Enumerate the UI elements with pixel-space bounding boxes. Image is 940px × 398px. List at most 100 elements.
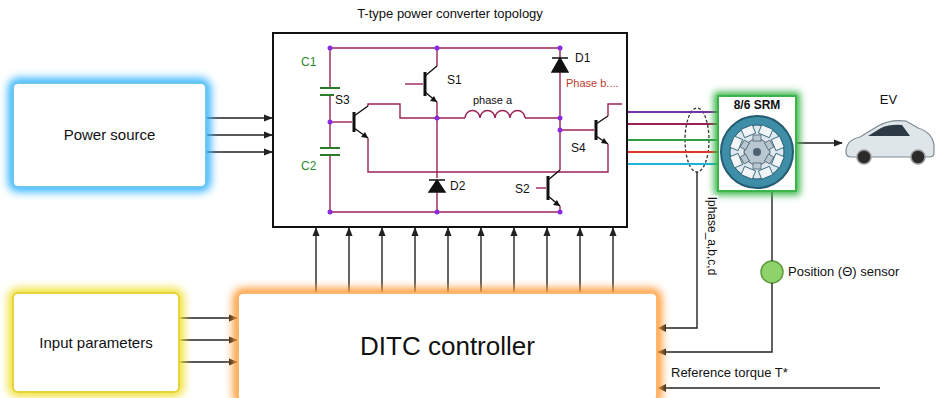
- s2-leads: [548, 170, 560, 206]
- junction-dot: [558, 128, 563, 133]
- part-name: S4: [570, 142, 587, 156]
- connector: [207, 134, 272, 135]
- top-rail: [330, 47, 560, 48]
- connector: [207, 117, 272, 118]
- phase-b-wire: [608, 104, 622, 116]
- emitter-arrows: [361, 96, 608, 206]
- vehicle: EV: [842, 92, 935, 168]
- controller-box: DITC controller: [237, 292, 658, 398]
- capacitor-c2: [320, 148, 340, 155]
- s1-base-wire: [405, 83, 423, 84]
- connector: [771, 192, 772, 261]
- car-window: [868, 125, 910, 136]
- stator-pole: [771, 136, 784, 151]
- s3-collector-wire: [368, 104, 465, 118]
- stator-pole: [730, 136, 743, 151]
- connector: [348, 228, 349, 292]
- air-gap: [730, 125, 784, 179]
- rotor-tooth: [753, 163, 761, 169]
- s2-emitter-arrow: [553, 200, 560, 206]
- connector: [180, 361, 237, 362]
- junction-dot: [328, 46, 333, 51]
- node-label: EV: [880, 92, 897, 168]
- phase-coil: [465, 111, 525, 118]
- connector: [414, 228, 415, 292]
- diode-d2: [429, 180, 445, 192]
- junction-dot: [558, 210, 563, 215]
- stator: [721, 116, 793, 188]
- connector: [513, 228, 514, 292]
- bottom-rail: [330, 211, 560, 212]
- part-name: phase a: [472, 94, 513, 107]
- connector: [447, 228, 448, 292]
- coil-wire: [525, 117, 560, 118]
- car-wheel: [911, 150, 925, 164]
- junction-dots: [328, 46, 563, 215]
- s1-leads: [425, 66, 437, 102]
- connector: [207, 151, 272, 152]
- connector: [546, 228, 547, 292]
- connector: [315, 228, 316, 292]
- car-wheel: [857, 150, 871, 164]
- rotor-tooth: [740, 154, 749, 164]
- node-label: Position (Θ) sensor: [788, 264, 899, 280]
- node-label: Power source: [64, 126, 156, 144]
- midpoint-wire: [330, 121, 352, 122]
- junction-dot: [328, 210, 333, 215]
- stator-pole: [730, 153, 743, 168]
- node-label: Input parameters: [39, 334, 152, 352]
- input-box: Input parameters: [12, 292, 180, 393]
- connector: [628, 151, 717, 153]
- part-name: C1: [300, 56, 317, 70]
- s3-emitter-arrow: [361, 132, 368, 138]
- s4-emitter-arrow: [601, 138, 608, 144]
- sensor: Position (Θ) sensor: [761, 261, 937, 283]
- s4-leads: [596, 116, 608, 144]
- arrow-head: [658, 384, 666, 392]
- s1-emitter-arrow: [430, 96, 437, 102]
- ev-car-illustration: [846, 121, 934, 164]
- connector: [612, 228, 613, 292]
- stator-pole: [771, 153, 784, 168]
- s2-base-wire: [536, 187, 546, 188]
- rotor-tooth: [765, 154, 774, 164]
- connector: [797, 142, 842, 143]
- junction-dot: [435, 116, 440, 121]
- junction-dot: [435, 46, 440, 51]
- connector: [628, 139, 717, 141]
- capacitor-leg: [329, 48, 330, 212]
- junction-dot: [558, 46, 563, 51]
- connector: [381, 228, 382, 292]
- part-name: C2: [300, 160, 317, 174]
- connector: [480, 228, 481, 292]
- part-name: Phase b....: [565, 77, 620, 90]
- part-name: D1: [574, 52, 591, 66]
- part-name: S1: [446, 74, 463, 88]
- converter-box: T-type power converter topology: [272, 2, 628, 228]
- junction-dot: [435, 210, 440, 215]
- junction-dot: [558, 116, 563, 121]
- rotor-tooth: [753, 135, 761, 141]
- position-sensor-symbol: [761, 261, 783, 283]
- s4-base-wire: [560, 129, 594, 130]
- connector: [579, 228, 580, 292]
- signal-name: Reference torque T*: [670, 366, 789, 381]
- junction-dot: [328, 120, 333, 125]
- rotor-tooth: [765, 140, 774, 150]
- connector: [180, 317, 237, 318]
- shaft: [753, 148, 761, 156]
- node-label: DITC controller: [360, 331, 535, 362]
- srm-motor-illustration: [721, 116, 793, 188]
- motor-box: 8/6 SRM: [717, 95, 797, 192]
- connector: [658, 283, 772, 352]
- node-label: 8/6 SRM: [734, 98, 781, 190]
- diode-symbols: [429, 58, 568, 192]
- connector: [628, 163, 717, 165]
- converter-wiring: [330, 48, 622, 212]
- source-box: Power source: [12, 82, 207, 188]
- part-name: S2: [514, 183, 531, 197]
- rotor-tooth: [740, 140, 749, 150]
- current-feedback-line: [664, 172, 697, 328]
